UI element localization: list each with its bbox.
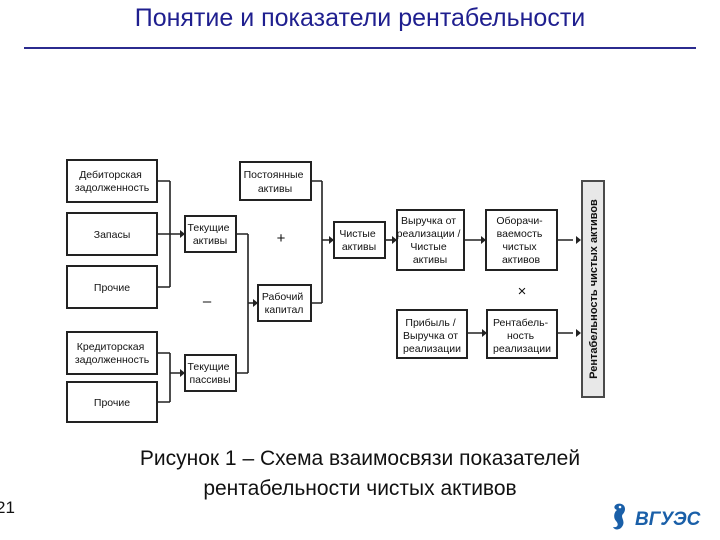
arrowhead	[180, 230, 185, 238]
payables-label: Кредиторская задолженность	[75, 341, 150, 366]
inventory-box	[66, 212, 158, 256]
seahorse-icon	[613, 503, 625, 530]
other-liabilities-box	[66, 381, 158, 423]
caption-line-1: Рисунок 1 – Схема взаимосвязи показателе…	[139, 447, 581, 470]
return-on-sales-box	[486, 309, 558, 359]
receivables-label: Дебиторская задолженность	[75, 169, 150, 194]
logo-text: ВГУЭС	[635, 509, 701, 530]
fixed-assets-label: Постоянные активы	[244, 169, 307, 195]
arrowhead	[392, 236, 397, 244]
connector-to-working-capital	[236, 233, 258, 374]
inventory-label: Запасы	[94, 229, 131, 241]
net-asset-turnover-box	[485, 209, 558, 271]
profit-to-sales-label: Прибыль / Выручка от реализации	[403, 317, 461, 355]
arrowhead	[180, 369, 185, 377]
other-assets-label: Прочие	[94, 282, 130, 294]
plus-sign: +	[277, 230, 286, 247]
net-assets-box	[333, 221, 386, 259]
arrowhead	[253, 299, 258, 307]
arrowhead	[481, 236, 486, 244]
working-capital-box	[257, 284, 312, 322]
title-underline	[24, 47, 696, 49]
other-assets-box	[66, 265, 158, 309]
arrowhead	[576, 236, 581, 244]
current-liabilities-box	[184, 354, 237, 392]
return-on-sales-label: Рентабель- ность реализации	[493, 317, 551, 355]
connector-to-result	[557, 239, 573, 334]
return-on-net-assets-label: Рентабельность чистых активов	[588, 199, 600, 379]
minus-sign: –	[203, 293, 212, 310]
working-capital-label: Рабочий капитал	[262, 291, 306, 316]
arrowheads	[180, 230, 581, 377]
caption-line-2: рентабельности чистых активов	[203, 477, 517, 500]
arrowhead	[482, 329, 487, 337]
times-sign: ×	[518, 283, 527, 300]
connector-to-net-assets	[311, 180, 334, 304]
payables-box	[66, 331, 158, 375]
receivables-box	[66, 159, 158, 203]
result-bar-inner	[583, 182, 603, 396]
connector-assets-group	[157, 180, 180, 288]
sales-to-net-assets-box	[396, 209, 465, 271]
current-liabilities-label: Текущие пассивы	[188, 361, 233, 386]
current-assets-box	[184, 215, 237, 253]
figure-caption: Рисунок 1 – Схема взаимосвязи показателе…	[90, 444, 630, 504]
connectors	[157, 180, 573, 403]
current-assets-label: Текущие активы	[188, 222, 233, 247]
profit-to-sales-box	[396, 309, 468, 359]
fixed-assets-box	[239, 161, 312, 201]
arrowhead	[329, 236, 334, 244]
university-logo: ВГУЭС	[613, 503, 701, 530]
sales-to-net-assets-label: Выручка от реализации / Чистые активы	[397, 215, 464, 266]
net-asset-turnover-label: Оборачи- ваемость чистых активов	[496, 215, 545, 266]
slide-title: Понятие и показатели рентабельности	[134, 4, 586, 32]
connector-liabilities-group	[157, 352, 180, 403]
page-number: 21	[0, 498, 15, 517]
arrowhead	[576, 329, 581, 337]
net-assets-label: Чистые активы	[339, 228, 378, 253]
other-liabilities-label: Прочие	[94, 397, 130, 409]
